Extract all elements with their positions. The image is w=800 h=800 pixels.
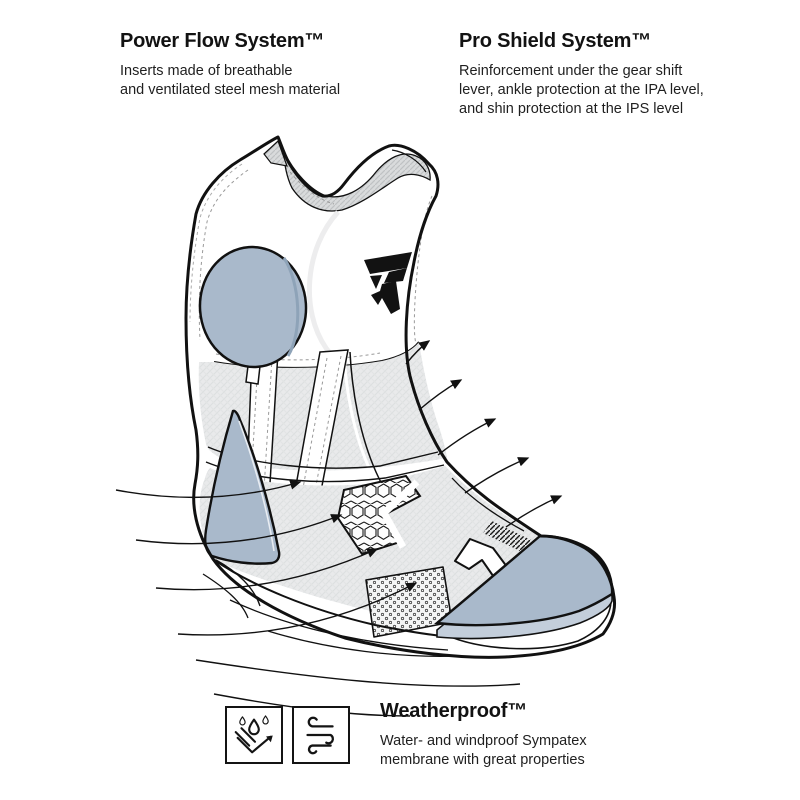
ankle-protector-disc: [198, 245, 308, 385]
airflow-arrow-out-4: [464, 457, 530, 494]
airflow-arrow-out-5: [505, 495, 563, 528]
feature-weatherproof: Weatherproof™ Water- and windproof Sympa…: [380, 700, 660, 770]
airflow-arrow-in-2: [135, 514, 343, 545]
weatherproof-description: Water- and windproof Sympatex membrane w…: [380, 733, 587, 768]
feature-pro-shield: Pro Shield System™ Reinforcement under t…: [459, 30, 739, 119]
boot-outline: [184, 135, 616, 659]
feature-power-flow: Power Flow System™ Inserts made of breat…: [120, 30, 380, 100]
weatherproof-badges: [225, 706, 350, 764]
airflow-arrow-in-3: [155, 548, 379, 591]
pro-shield-title: Pro Shield System™: [459, 30, 652, 52]
toe-slider: [434, 534, 614, 640]
wind-flow-icon: [306, 716, 334, 755]
power-flow-title: Power Flow System™: [120, 30, 325, 52]
windproof-badge: [292, 706, 350, 764]
power-flow-description: Inserts made of breathable and ventilate…: [120, 63, 341, 98]
airflow-line-5: [195, 659, 521, 687]
lower-shaft-panel: [198, 342, 447, 539]
brand-logo-r: [364, 252, 412, 314]
pro-shield-description: Reinforcement under the gear shift lever…: [459, 63, 704, 117]
airflow-arrow-in-4: [177, 582, 418, 636]
water-repellent-badge: [225, 706, 283, 764]
water-drops-deflect-icon: [234, 715, 273, 754]
airflow-arrow-out-3: [437, 418, 497, 456]
airflow-arrow-out-2: [418, 379, 463, 411]
weatherproof-title: Weatherproof™: [380, 700, 528, 722]
airflow-arrow-in-1: [115, 480, 302, 499]
